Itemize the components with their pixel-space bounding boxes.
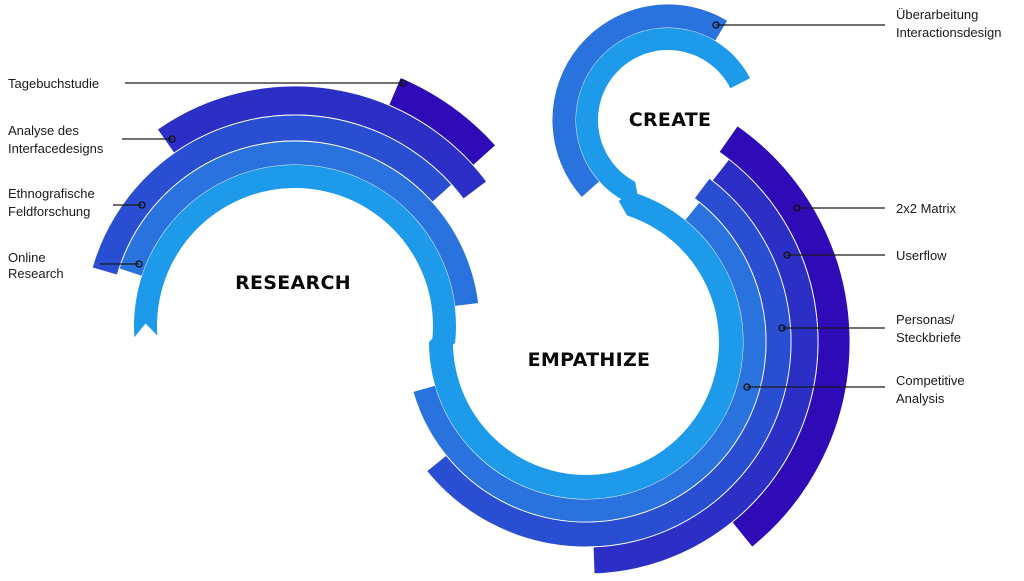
marker-dot-userflow xyxy=(783,251,791,259)
label-competitive-analysis: Competitive Analysis xyxy=(896,373,968,406)
label-analyse-interfacedesign: Analyse des Interfacedesigns xyxy=(8,123,104,156)
phase-title-research: RESEARCH xyxy=(235,272,351,294)
label-online-research: Online Research xyxy=(8,250,64,281)
label-tagebuchstudie: Tagebuchstudie xyxy=(8,76,99,91)
empathize-ring-0 xyxy=(429,192,743,500)
research-ring-0 xyxy=(133,164,456,355)
label-personas-steckbriefe: Personas/ Steckbriefe xyxy=(896,312,961,345)
marker-dot-personas-steckbriefe xyxy=(778,324,786,332)
label-userflow: Userflow xyxy=(896,248,947,263)
marker-dot-ethnografische-feldforschung xyxy=(138,201,146,209)
label-ueberarbeitung-interactionsdesign: Überarbeitung Interactionsdesign xyxy=(896,7,1002,40)
marker-dot-ueberarbeitung-interactionsdesign xyxy=(712,21,720,29)
label-ethnografische-feldforschung: Ethnografische Feldforschung xyxy=(8,186,98,219)
marker-dot-online-research xyxy=(135,260,143,268)
phase-title-create: CREATE xyxy=(629,109,712,131)
leader-layer xyxy=(100,21,885,391)
phase-title-empathize: EMPATHIZE xyxy=(528,349,651,371)
label-2x2-matrix: 2x2 Matrix xyxy=(896,201,956,216)
marker-dot-analyse-interfacedesign xyxy=(168,135,176,143)
marker-dot-competitive-analysis xyxy=(743,383,751,391)
arc-layer xyxy=(91,3,851,575)
marker-dot-2x2-matrix xyxy=(793,204,801,212)
marker-dot-tagebuchstudie xyxy=(399,79,407,87)
